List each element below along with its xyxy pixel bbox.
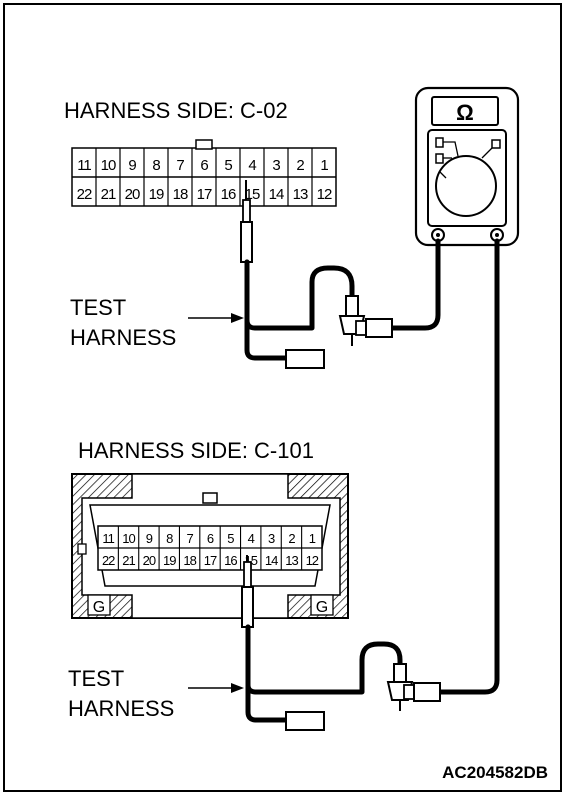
test-harness-top-label-line1: TEST: [70, 295, 126, 320]
pin-number: 2: [288, 531, 295, 546]
pin-number: 19: [163, 553, 176, 568]
figure-frame: [3, 3, 562, 792]
pin-number: 18: [183, 553, 196, 568]
pin-number: 10: [122, 531, 135, 546]
meter-lead-right: [435, 238, 500, 695]
figure-code: AC204582DB: [442, 763, 548, 782]
pin-number: 15: [245, 186, 260, 203]
plug-bottom: [285, 711, 325, 731]
ohm-symbol: Ω: [456, 100, 474, 125]
pin-number: 13: [285, 553, 298, 568]
pin-number: 16: [224, 553, 237, 568]
ohmmeter: Ω: [414, 86, 520, 247]
probe-top: [240, 180, 253, 263]
test-harness-bottom-label-line1: TEST: [68, 666, 124, 691]
probe-bottom: [241, 555, 254, 628]
pin-number: 17: [197, 186, 212, 203]
pin-number: 6: [207, 531, 214, 546]
pin-number: 17: [204, 553, 217, 568]
alligator-clip-top: [338, 295, 393, 346]
pin-number: 18: [173, 186, 188, 203]
pin-number: 1: [320, 157, 328, 174]
pin-number: 5: [224, 157, 232, 174]
meter-dial: [435, 155, 497, 217]
test-harness-top-arrow: [188, 313, 244, 323]
connector-bottom-title: HARNESS SIDE: C-101: [78, 438, 314, 463]
connector-top-latch: [195, 139, 213, 150]
plug-top: [285, 349, 325, 369]
pin-number: 1: [309, 531, 316, 546]
pin-number: 12: [317, 186, 332, 203]
pin-number: 13: [293, 186, 308, 203]
pin-number: 20: [125, 186, 140, 203]
pin-number: 7: [176, 157, 184, 174]
meter-display: [431, 96, 499, 126]
pin-number: 4: [248, 531, 255, 546]
test-harness-bottom-label-line2: HARNESS: [68, 696, 174, 721]
pin-number: 21: [122, 553, 135, 568]
pin-number: 16: [221, 186, 236, 203]
pin-number: 12: [306, 553, 319, 568]
pin-number: 6: [200, 157, 208, 174]
pin-number: 20: [143, 553, 156, 568]
pin-number: 14: [269, 186, 284, 203]
pin-number: 9: [146, 531, 153, 546]
test-harness-top-wire: [244, 238, 441, 361]
pin-number: 14: [265, 553, 278, 568]
pin-number: 9: [128, 157, 136, 174]
connector-top-title: HARNESS SIDE: C-02: [64, 98, 288, 123]
pin-number: 8: [166, 531, 173, 546]
pin-number: 7: [187, 531, 194, 546]
ground-mark-right: G: [316, 599, 328, 616]
pin-number: 19: [149, 186, 164, 203]
pin-number: 4: [248, 157, 256, 174]
pin-number: 22: [77, 186, 92, 203]
test-harness-top-label-line2: HARNESS: [70, 325, 176, 350]
pin-number: 11: [102, 531, 114, 546]
test-harness-bottom-arrow: [188, 683, 244, 693]
ground-mark-left: G: [93, 599, 105, 616]
pin-number: 5: [227, 531, 234, 546]
alligator-clip-bottom: [386, 663, 441, 711]
connector-bottom-latch: [202, 492, 218, 504]
pin-number: 10: [101, 157, 116, 174]
pin-number: 2: [296, 157, 304, 174]
pin-number: 3: [272, 157, 280, 174]
pin-number: 21: [101, 186, 116, 203]
test-harness-bottom-wire: [245, 624, 403, 723]
pin-number: 11: [77, 157, 91, 174]
pin-number: 3: [268, 531, 275, 546]
pin-number: 22: [102, 553, 115, 568]
pin-number: 8: [152, 157, 160, 174]
